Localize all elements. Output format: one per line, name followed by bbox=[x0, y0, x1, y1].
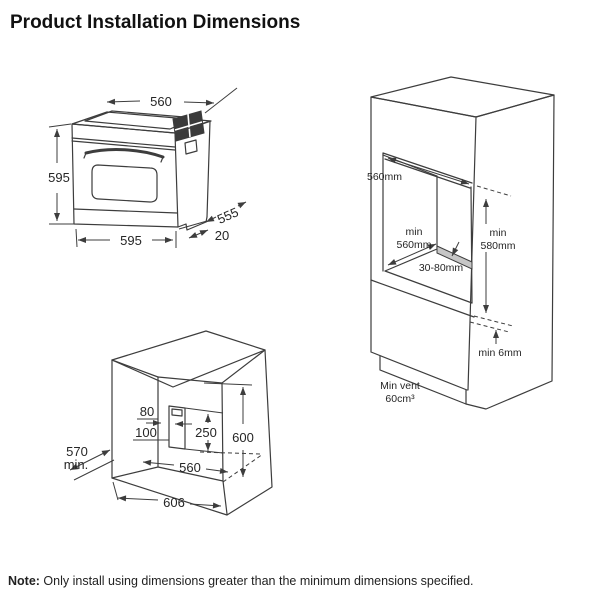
oven-handle bbox=[84, 148, 165, 159]
cabinet-dimensions: 560mm min 560mm min 580mm 30-80mm min 6m… bbox=[367, 157, 522, 405]
dim-niche-depth-2: min. bbox=[64, 457, 89, 472]
oven-diagram: 560 595 595 555 20 bbox=[48, 87, 247, 248]
dim-niche-depth-1: 570 bbox=[66, 444, 88, 459]
page-title: Product Installation Dimensions bbox=[10, 12, 301, 33]
dim-cabinet-min-depth-2: 560mm bbox=[396, 239, 431, 251]
label-cabinet-vent-2: 60cm³ bbox=[385, 393, 415, 405]
dim-niche-socket-zone-height: 250 bbox=[195, 425, 217, 440]
dim-oven-height: 595 bbox=[48, 170, 70, 185]
oven-outline bbox=[71, 110, 212, 231]
dim-niche-opening-width: 560 bbox=[179, 460, 201, 475]
note: Note: Only install using dimensions grea… bbox=[8, 574, 474, 588]
dim-cabinet-min-height-2: 580mm bbox=[480, 240, 515, 252]
dim-cabinet-door-gap: min 6mm bbox=[478, 347, 521, 359]
dim-niche-socket-offset-b: 100 bbox=[135, 425, 157, 440]
dim-niche-outer-width: 606 bbox=[163, 495, 185, 510]
dim-oven-depth: 555 bbox=[215, 204, 241, 227]
note-label: Note: bbox=[8, 574, 40, 588]
dim-oven-top-width: 560 bbox=[150, 94, 172, 109]
niche-dimensions: 80 100 250 600 560 570 min. bbox=[64, 382, 254, 510]
dim-niche-socket-offset-a: 80 bbox=[140, 404, 154, 419]
dim-cabinet-min-depth-1: min bbox=[406, 226, 423, 238]
niche-diagram: 80 100 250 600 560 570 min. bbox=[64, 330, 273, 516]
dim-niche-opening-height: 600 bbox=[232, 430, 254, 445]
label-cabinet-vent-1: Min vent bbox=[380, 380, 420, 392]
dim-cabinet-rear-vent-gap: 30-80mm bbox=[419, 262, 464, 274]
niche-outline bbox=[111, 330, 273, 516]
oven-door-window bbox=[91, 164, 158, 203]
note-text: Only install using dimensions greater th… bbox=[39, 574, 474, 588]
dim-oven-front-width: 595 bbox=[120, 233, 142, 248]
tall-cabinet-diagram: 560mm min 560mm min 580mm 30-80mm min 6m… bbox=[367, 76, 555, 410]
cabinet-rear-vent-strip bbox=[436, 245, 473, 270]
dim-oven-rear-step: 20 bbox=[215, 228, 229, 243]
dim-cabinet-min-height-1: min bbox=[490, 227, 507, 239]
dim-cabinet-opening-width: 560mm bbox=[367, 171, 402, 183]
